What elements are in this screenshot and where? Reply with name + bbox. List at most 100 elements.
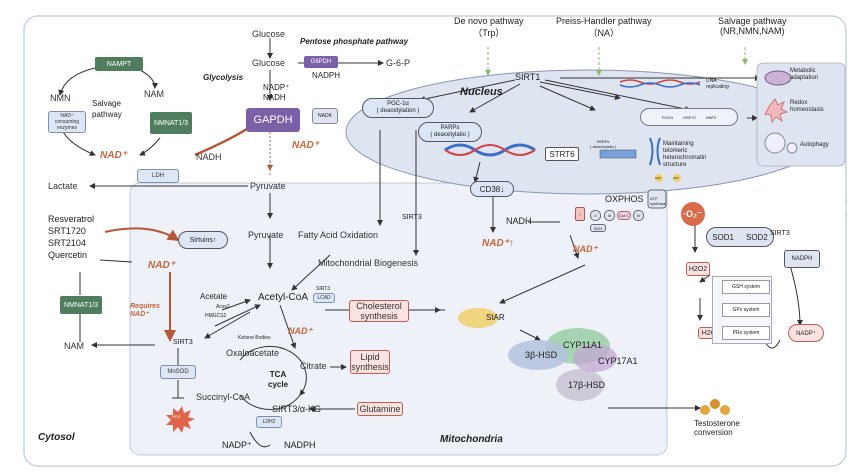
nampt-box: NAMPT [95, 57, 143, 71]
lipid-box: Lipid synthesis [350, 350, 390, 374]
dna-helix [444, 143, 536, 157]
nmn: NMN [50, 93, 71, 103]
ros-label: ROS [172, 414, 181, 419]
ldh2-box: LDH2 [256, 416, 282, 428]
h2o2-box: H2O2 [686, 262, 710, 276]
acss2: Acss2 [216, 304, 230, 310]
glucose-top: Glucose [252, 29, 286, 39]
gapdh-box: GAPDH [246, 108, 300, 132]
glycolysis-title: Glycolysis [203, 73, 244, 82]
nad-glycolysis: NAD⁺ [292, 140, 319, 151]
denovo-pathway-label: De novo pathway （Trp） [454, 16, 524, 38]
pyruvate-mito: Pyruvate [248, 230, 284, 240]
mnsod-box: MnSOD [160, 365, 196, 379]
complex-i: I [575, 207, 585, 221]
sirt3-mid: SIRT3 [402, 214, 422, 221]
superoxide-circle [681, 202, 705, 226]
nad-oxphos: NAD⁺ [573, 244, 598, 254]
sirt3-acs: SIRT3 [173, 339, 193, 346]
sirt3-lcad: SIRT3 [316, 286, 331, 292]
glucose: Glucose [252, 58, 286, 68]
acetyl-coa: Acetyl-CoA [258, 292, 309, 303]
cyp17a1: CYP17A1 [598, 356, 638, 366]
g6pdh-box: G6PDH [304, 56, 338, 68]
sod2: SOD2 [746, 232, 768, 242]
activator-srt2104: SRT2104 [48, 238, 86, 248]
parps-oval: PARPs ( deacetylatio ) [418, 122, 482, 142]
strt6-box: STRT6 [545, 147, 579, 161]
succinyl-coa: Succinyl-CoA [196, 392, 251, 402]
salvage-pathway-label: Salvage pathway [92, 99, 122, 119]
pgc1a-oval: PGC-1α ( deacetylation ) [362, 98, 434, 118]
foxo: FOXO [661, 114, 674, 120]
nam-left: NAM [64, 341, 84, 351]
complex-iv: IV [633, 210, 644, 221]
telomere-label: Maintaining telomeric heterochromatin st… [663, 141, 707, 168]
nadh-cytosol: NADH [196, 152, 222, 162]
nmnat-top-box: NMNAT1/3 [150, 112, 192, 134]
cholesterol-box: Cholesterol synthesis [349, 300, 409, 322]
nadk-box: NADK [312, 108, 338, 124]
acetate: Acetate [200, 292, 228, 301]
hsd3b: 3β-HSD [525, 350, 558, 360]
dna-replicating-label: DNA replicating [706, 78, 729, 90]
nadp-nadh: NADP⁺ NADH [263, 83, 290, 102]
metabolic-adaptation: Metabolic adaptation [790, 68, 819, 81]
sirtuins-oval: Sirtuins↑ [178, 231, 228, 249]
testosterone: Testosterone conversion [694, 419, 740, 437]
gpx-system: GPx system [722, 303, 770, 317]
cell-membrane [23, 15, 847, 467]
sod1: SOD1 [712, 232, 734, 242]
hnf2: HNF2 [705, 114, 717, 120]
nadph-ppp: NADPH [312, 71, 341, 80]
nmnat-left-box: NMNAT1/3 [60, 296, 102, 314]
transcription-factors: FOXO HSP70 HNF2 [640, 108, 738, 126]
nadh-oxphos: NADH [506, 216, 532, 226]
pyruvate-cytosol: Pyruvate [250, 181, 286, 191]
preiss-handler-label: Preiss-Handler pathway （NA） [556, 16, 652, 38]
hsd17b: 17β-HSD [568, 380, 606, 390]
nadph-bottom: NADPH [284, 440, 316, 450]
lactate: Lactate [48, 181, 78, 191]
citrate: Citrate [300, 361, 327, 371]
cyp11a1: CYP11A1 [563, 340, 602, 350]
oxaloacetate: Oxaloacetate [226, 348, 280, 358]
nad-acetyl: NAD⁺ [288, 326, 313, 336]
nucleus-title: Nucleus [460, 86, 503, 98]
g6p: G-6-P [386, 58, 411, 68]
sod-box: SOD1 SOD2 [706, 227, 774, 247]
hsp70: HSP70 [683, 114, 696, 120]
cytosol-title: Cytosol [38, 432, 75, 443]
tca-label: TCA cycle [268, 370, 289, 389]
star: StAR [486, 313, 505, 322]
sirt3-sod: SIRT3 [770, 230, 790, 237]
redox-homeostasis: Redox homeostasis [790, 100, 824, 113]
ldh-box: LDH [137, 169, 179, 183]
activator-srt1720: SRT1720 [48, 226, 86, 236]
hmgcs2: HMGCS2 [205, 313, 227, 319]
atp: ATP [673, 176, 679, 180]
fatty-acid-oxidation: Fatty Acid Oxidation [298, 230, 379, 240]
nad-mito: NAD⁺ [148, 260, 175, 271]
adp: ADP [655, 176, 662, 180]
nad-consuming-box: NAD⁺ consuming enzymes [48, 111, 86, 133]
gsh-system: GSH system [722, 280, 770, 294]
parps-small: PARPs ( deacetylatio ) [590, 139, 617, 149]
prx-system: PRx system [722, 326, 770, 340]
cd38-oval: CD38↓ [470, 181, 514, 197]
requires-nad: Requires NAD⁺ [130, 303, 160, 318]
nam-salvage: NAM [144, 89, 164, 99]
nadp-right-box: NADP⁺ [788, 324, 824, 342]
superoxide: ·O₂⁻ [683, 209, 702, 219]
atp-synthase: ATP synthase [650, 196, 667, 206]
cytc: Cyt C [617, 211, 631, 220]
activator-resveratrol: Resveratrol [48, 214, 95, 224]
sirt3-akg: SIRT3/α-KG [272, 404, 321, 414]
ros-burst [166, 406, 195, 433]
sdh: SDH [590, 224, 606, 232]
nadph-right-box: NADPH [784, 250, 820, 268]
akg: α-KG [299, 404, 322, 414]
glutamine-box: Glutamine [357, 402, 403, 416]
ketone-bodies: Ketone Bodies [238, 335, 271, 341]
